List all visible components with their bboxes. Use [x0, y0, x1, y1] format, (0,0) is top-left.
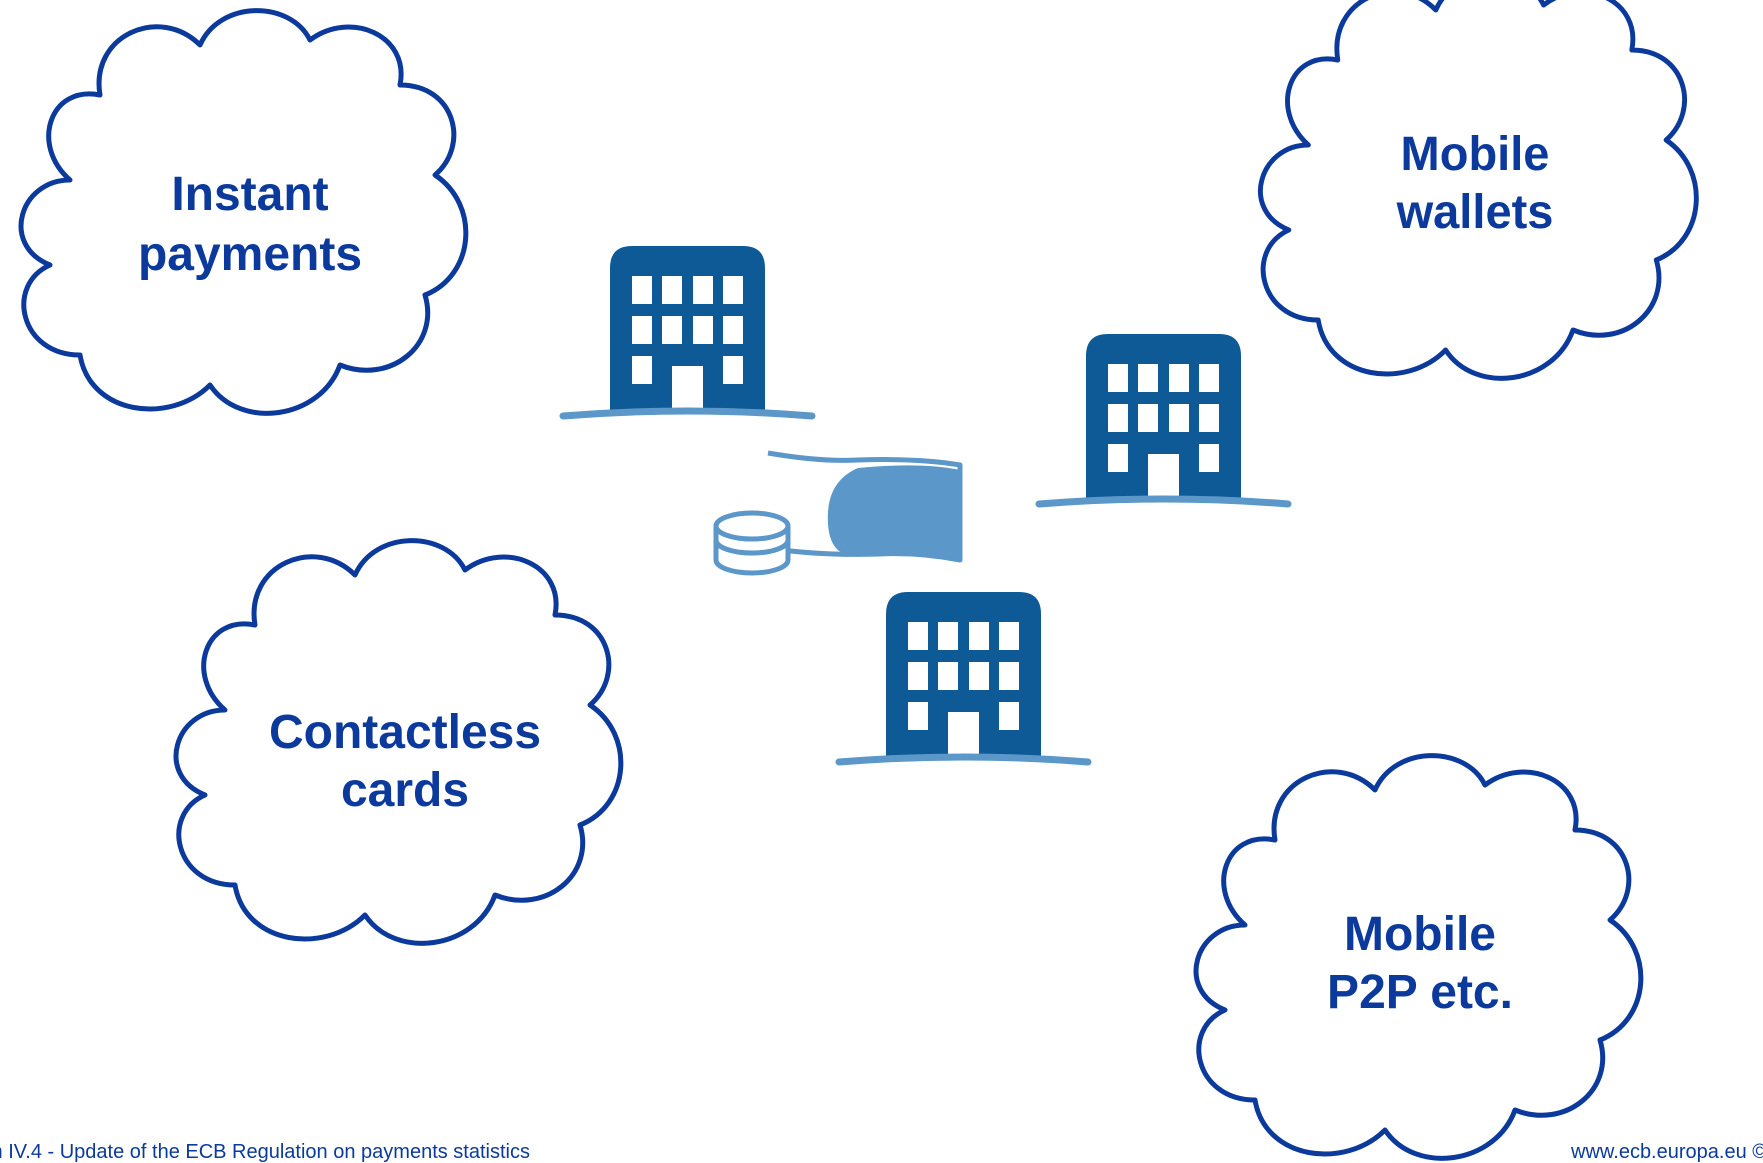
cloud-label-line2: payments [138, 228, 362, 281]
money-icon [713, 450, 963, 576]
cloud-mobile-wallets: Mobile wallets [1260, 0, 1696, 378]
coins-icon [713, 510, 791, 576]
cloud-label-line2: wallets [1396, 186, 1554, 240]
banknote-fill [827, 465, 960, 560]
cloud-instant-payments: Instant payments [21, 11, 466, 414]
building-icon [559, 246, 816, 420]
cloud-label-line2: P2P etc. [1327, 966, 1513, 1019]
cloud-label-line1: Contactless [269, 706, 541, 759]
cloud-label-line1: Instant [171, 168, 328, 221]
cloud-label-line1: Mobile [1401, 128, 1550, 182]
cloud-label-line2: cards [341, 764, 469, 817]
cloud-mobile-p2p: Mobile P2P etc. [1196, 756, 1641, 1159]
footer-right-text: www.ecb.europa.eu © [1571, 1141, 1763, 1163]
cloud-label-line1: Mobile [1344, 908, 1496, 961]
building-icon [1035, 334, 1292, 508]
footer-left-text: m IV.4 - Update of the ECB Regulation on… [0, 1141, 530, 1163]
cloud-contactless-cards: Contactless cards [176, 541, 621, 944]
building-icon [835, 592, 1092, 766]
